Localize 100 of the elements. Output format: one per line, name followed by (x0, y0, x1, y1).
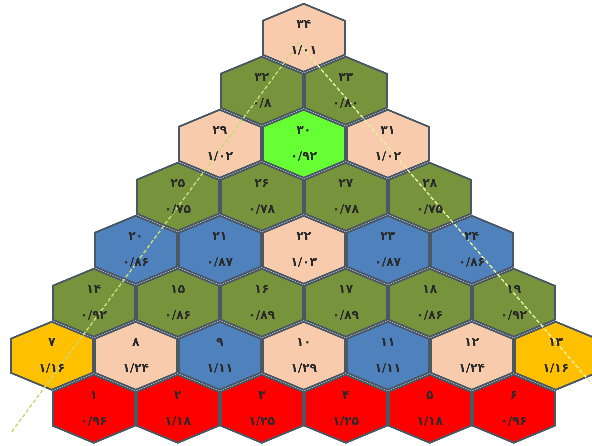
hexagon-tile (304, 56, 388, 126)
hexagon-tile (388, 374, 472, 444)
hexagon-tile (10, 321, 94, 391)
cell-number: ۷ (48, 335, 56, 349)
cell-value: ۱/۱۸ (416, 414, 444, 428)
cell-number: ۲۹ (212, 123, 228, 137)
cell-number: ۱۵ (170, 282, 186, 296)
cell-value: ۰/۷۸ (332, 202, 360, 216)
cell-number: ۹ (216, 335, 224, 349)
cell-number: ۲۵ (170, 176, 186, 190)
hexagon-tile (220, 268, 304, 338)
cell-number: ۳۱ (380, 123, 396, 137)
cell-value: ۱/۲۵ (248, 414, 276, 428)
cell-number: ۱۹ (506, 282, 522, 296)
cell-number: ۱۰ (296, 335, 312, 349)
cell-number: ۱۱ (380, 335, 396, 349)
cell-number: ۲۲ (296, 229, 312, 243)
cell-number: ۲۱ (212, 229, 228, 243)
cell-number: ۱۲ (464, 335, 480, 349)
cell-value: ۱/۲۹ (290, 361, 318, 375)
cell-value: ۰/۸۶ (416, 308, 444, 322)
cell-value: ۱/۱۱ (206, 361, 234, 375)
cell-value: ۱/۲۴ (458, 361, 486, 375)
cell-value: ۰/۹۶ (500, 414, 528, 428)
cell-value: ۰/۸۰ (332, 96, 360, 110)
hexagon-tile (220, 56, 304, 126)
hexagon-tile (430, 321, 514, 391)
hexagon-tile (346, 215, 430, 285)
cell-number: ۳۴ (296, 17, 312, 31)
hexagon-tile (220, 162, 304, 232)
cell-value: ۱/۱۶ (542, 361, 570, 375)
cell-number: ۱۸ (422, 282, 438, 296)
cell-value: ۰/۹۲ (80, 308, 108, 322)
cell-value: ۰/۸۶ (122, 255, 150, 269)
cell-value: ۰/۷۸ (248, 202, 276, 216)
hexagon-tile (94, 321, 178, 391)
cell-value: ۰/۷۵ (416, 202, 444, 216)
cell-number: ۳۲ (254, 70, 270, 84)
hexagon-tile (304, 268, 388, 338)
hexagon-tile (514, 321, 592, 391)
cell-value: ۱/۱۱ (374, 361, 402, 375)
cell-number: ۱۴ (86, 282, 102, 296)
cell-number: ۱۶ (254, 282, 270, 296)
cell-value: ۱/۰۲ (206, 149, 234, 163)
cell-value: ۰/۸ (252, 96, 272, 110)
cell-value: ۰/۸۷ (206, 255, 234, 269)
hexagon-tile (94, 215, 178, 285)
cell-value: ۱/۲۴ (122, 361, 150, 375)
cell-value: ۰/۸۶ (458, 255, 486, 269)
cell-number: ۳۳ (338, 70, 354, 84)
hexagon-tile (262, 215, 346, 285)
cell-value: ۱/۰۲ (374, 149, 402, 163)
cell-value: ۱/۱۸ (164, 414, 192, 428)
cell-value: ۰/۸۹ (248, 308, 276, 322)
hexagon-tile (220, 374, 304, 444)
hexagon-tile (430, 215, 514, 285)
cell-number: ۱ (90, 388, 98, 402)
cell-value: ۰/۹۲ (500, 308, 528, 322)
hexagon-tile (304, 162, 388, 232)
hexagon-tile (136, 268, 220, 338)
cell-number: ۴ (342, 388, 350, 402)
hexagon-tile (388, 268, 472, 338)
cell-value: ۰/۹۲ (290, 149, 318, 163)
cell-number: ۲۶ (254, 176, 270, 190)
hexagon-tile (178, 109, 262, 179)
hexagon-tile (472, 268, 556, 338)
cell-number: ۳۰ (296, 123, 312, 137)
cell-value: ۱/۲۵ (332, 414, 360, 428)
cell-value: ۱/۰۱ (290, 43, 318, 57)
cell-value: ۰/۸۶ (164, 308, 192, 322)
cell-number: ۶ (510, 388, 518, 402)
cell-value: ۰/۹۶ (80, 414, 108, 428)
hexagon-tile (178, 321, 262, 391)
cell-value: ۰/۸۹ (332, 308, 360, 322)
hexagon-tile (262, 3, 346, 73)
cell-number: ۳ (258, 388, 266, 402)
cell-number: ۲ (174, 388, 182, 402)
hexagon-tile (136, 162, 220, 232)
hexagon-tile (262, 109, 346, 179)
cell-number: ۸ (132, 335, 140, 349)
cell-number: ۱۷ (338, 282, 354, 296)
cell-number: ۵ (426, 388, 434, 402)
cell-number: ۲۴ (464, 229, 480, 243)
cell-value: ۱/۱۶ (38, 361, 66, 375)
hexagon-tile (304, 374, 388, 444)
hexagon-tile (52, 374, 136, 444)
hexagon-tile (136, 374, 220, 444)
hexagon-tile (346, 109, 430, 179)
cell-number: ۱۳ (548, 335, 564, 349)
hexagon-tile (388, 162, 472, 232)
hexagon-tile (262, 321, 346, 391)
cell-number: ۲۳ (380, 229, 396, 243)
hexagon-tile (52, 268, 136, 338)
hexagon-tile (346, 321, 430, 391)
cell-number: ۲۸ (422, 176, 438, 190)
cell-value: ۰/۷۵ (164, 202, 192, 216)
hexagon-tile (472, 374, 556, 444)
cell-value: ۰/۸۷ (374, 255, 402, 269)
hexagon-tile (178, 215, 262, 285)
cell-number: ۲۷ (338, 176, 354, 190)
